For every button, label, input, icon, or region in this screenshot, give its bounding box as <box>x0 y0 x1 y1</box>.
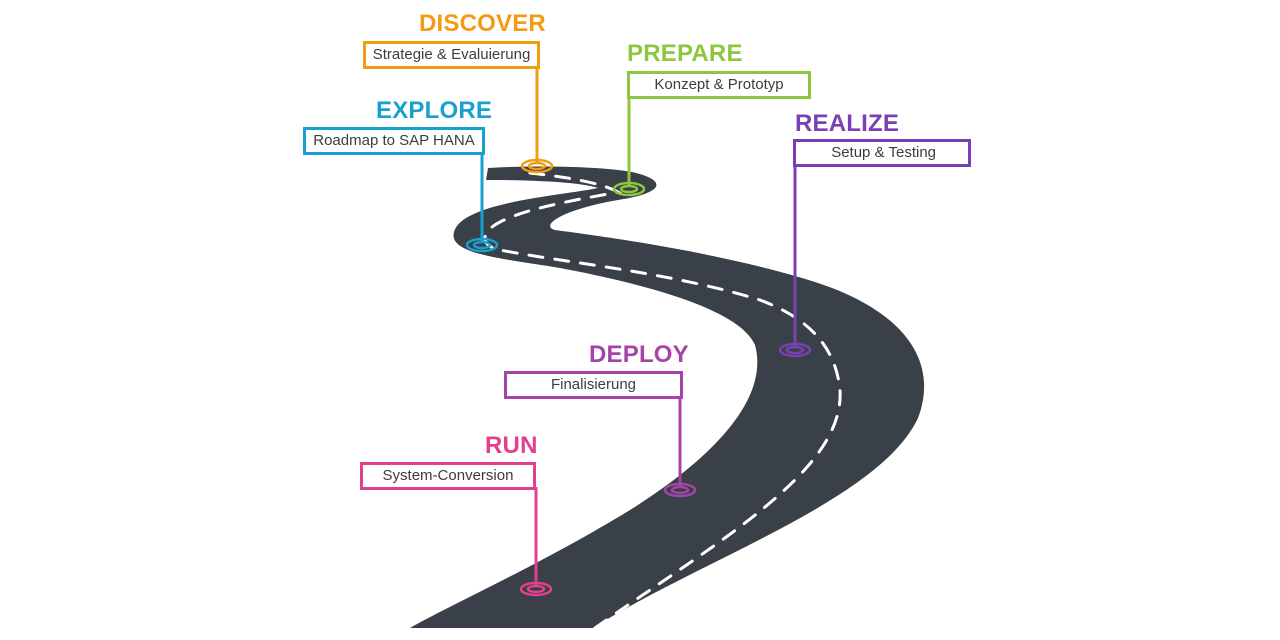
marker-inner-ring <box>526 584 546 594</box>
marker-inner-ring <box>472 240 492 250</box>
discover-label-box: Strategie & Evaluierung <box>363 41 540 69</box>
marker-outer-ring <box>465 237 499 253</box>
prepare-label-box: Konzept & Prototyp <box>627 71 811 99</box>
realize-marker <box>778 342 812 358</box>
explore-label-box: Roadmap to SAP HANA <box>303 127 485 155</box>
marker-inner-ring <box>785 345 805 355</box>
deploy-title: DEPLOY <box>589 341 689 368</box>
marker-outer-ring <box>612 181 646 197</box>
deploy-label-box: Finalisierung <box>504 371 683 399</box>
realize-title: REALIZE <box>795 110 900 137</box>
marker-outer-ring <box>778 342 812 358</box>
marker-inner-ring <box>619 184 639 194</box>
marker-outer-ring <box>519 581 553 597</box>
deploy-marker <box>663 482 697 498</box>
marker-inner-ring <box>527 161 547 171</box>
run-marker <box>519 581 553 597</box>
prepare-marker <box>612 181 646 197</box>
run-label-box: System-Conversion <box>360 462 536 490</box>
explore-marker <box>465 237 499 253</box>
marker-inner-ring <box>670 485 690 495</box>
run-title: RUN <box>485 432 538 459</box>
road-centerline <box>483 170 842 630</box>
marker-outer-ring <box>520 158 554 174</box>
discover-title: DISCOVER <box>419 10 546 37</box>
realize-label-box: Setup & Testing <box>793 139 971 167</box>
marker-outer-ring <box>663 482 697 498</box>
explore-title: EXPLORE <box>376 97 493 124</box>
discover-marker <box>520 158 554 174</box>
prepare-title: PREPARE <box>627 40 743 67</box>
